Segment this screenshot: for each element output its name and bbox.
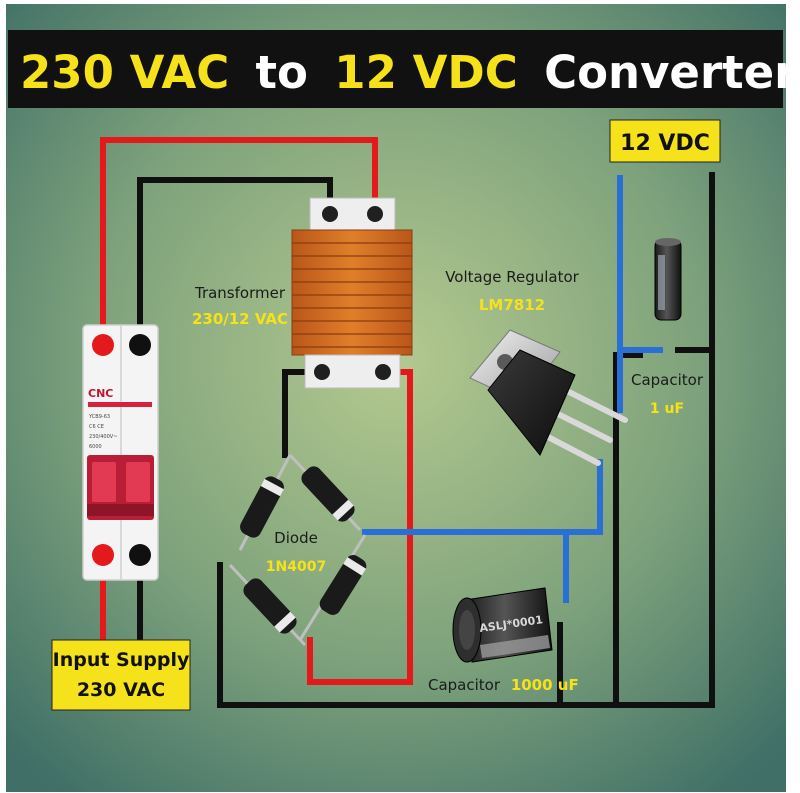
breaker-text-3: 6000 [89,444,102,450]
breaker-terminal-black-top [129,334,151,356]
diode-3 [243,578,297,634]
capacitor-small [654,238,682,321]
input-supply-label: Input Supply 230 VAC [51,639,191,711]
transformer-terminal-secondary-black [314,364,330,380]
transformer [291,197,413,389]
breaker-model: YCB9-63 [88,414,110,420]
diode-part: 1N4007 [266,559,326,575]
title-part-to: to [256,46,308,99]
input-supply-line1: Input Supply [53,649,190,671]
wire-black-ac-top [137,177,333,328]
output-voltage-label: 12 VDC [609,119,721,163]
wire-ground-regulator [613,352,643,708]
svg-text:230 VAC to 12 VDC: 230 VAC to 12 VDC Converter Circuit [20,46,800,99]
transformer-terminal-primary-black [322,206,338,222]
transformer-rating: 230/12 VAC [192,310,288,328]
capacitor-large: ASLJ*0001 [452,587,553,663]
regulator-part: LM7812 [479,296,545,314]
capacitor-large-value: 1000 uF [511,676,579,694]
capacitor-large-name: Capacitor [428,676,501,694]
diode-2 [301,466,355,522]
capacitor-large-label: Capacitor 1000 uF [428,676,579,694]
breaker-terminal-red-bottom [92,544,114,566]
diode-1 [240,476,284,538]
wire-red-ac-top [100,137,378,328]
output-voltage-text: 12 VDC [620,131,710,156]
regulator-name: Voltage Regulator [445,268,579,286]
breaker-terminal-black-bottom [129,544,151,566]
diode-name: Diode [274,529,318,547]
wire-blue-dc-positive [362,459,603,535]
title-part-12vdc: 12 VDC [334,46,518,99]
breaker-terminal-red-top [92,334,114,356]
breaker-text-2: 230/400V~ [89,434,117,440]
input-supply-line2: 230 VAC [77,679,165,701]
capacitor-small-value: 1 uF [650,401,684,417]
breaker-text-1: C6 CE [89,424,104,430]
title-part-converter: Converter Circuit [544,46,800,99]
circuit-breaker: CNC YCB9-63 C6 CE 230/400V~ 6000 [82,324,159,581]
breaker-toggle-left[interactable] [92,462,116,502]
capacitor-small-name: Capacitor [631,371,704,389]
diode-4 [319,555,367,615]
transformer-terminal-primary-red [367,206,383,222]
diode-bridge [228,453,367,647]
transformer-terminal-secondary-red [375,364,391,380]
wire-ground-bus [217,172,715,708]
wire-red-secondary [307,369,413,685]
title-bar: 230 VAC to 12 VDC Converter Circuit [8,30,800,108]
voltage-regulator [469,329,628,466]
transformer-name: Transformer [194,284,286,302]
breaker-toggle-right[interactable] [126,462,150,502]
wires [100,137,715,708]
breaker-brand: CNC [88,387,113,400]
title-part-230vac: 230 VAC [20,46,229,99]
